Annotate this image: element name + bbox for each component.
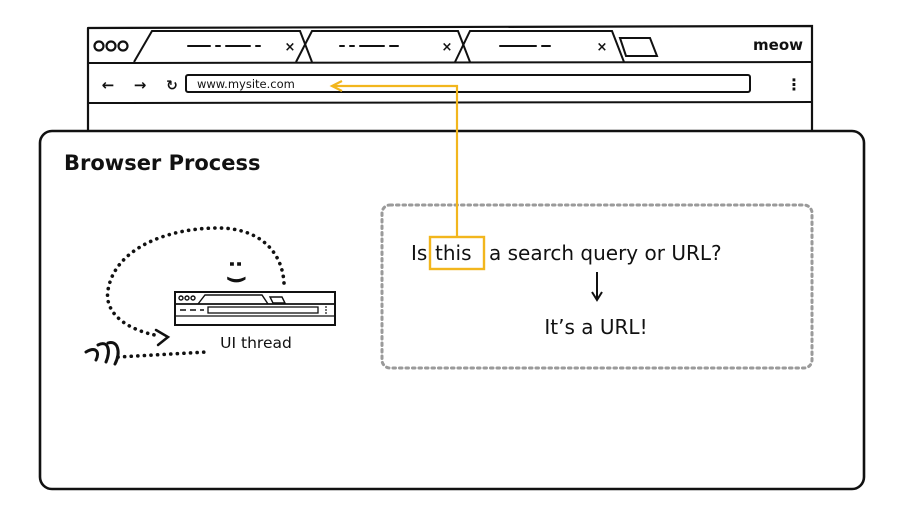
browser-process-box	[38, 129, 866, 491]
mini-browser-icon	[174, 291, 336, 326]
question-highlight: this	[435, 241, 472, 265]
tab-1-close-icon[interactable]: ×	[285, 40, 296, 55]
decision-box	[380, 203, 814, 370]
forward-arrow-icon[interactable]: →	[134, 76, 147, 94]
ui-thread-illustration	[84, 226, 286, 366]
question-prefix: Is	[411, 241, 427, 265]
down-arrow-icon	[591, 272, 603, 302]
tab-3[interactable]	[454, 30, 625, 63]
question-suffix: a search query or URL?	[489, 241, 722, 265]
tab-2[interactable]	[295, 30, 471, 63]
address-bar-url: www.mysite.com	[197, 77, 295, 91]
browser-brand: meow	[753, 36, 803, 54]
reload-icon[interactable]: ↻	[166, 78, 178, 94]
tab-1[interactable]	[133, 30, 313, 63]
connector-arrow	[329, 80, 459, 237]
window-controls[interactable]	[93, 40, 129, 52]
tab-2-close-icon[interactable]: ×	[442, 40, 453, 55]
smiley-face-icon: : )	[225, 260, 249, 284]
question-text: Is this a search query or URL?	[411, 241, 722, 265]
ui-thread-label: UI thread	[220, 334, 292, 352]
new-tab-button[interactable]	[618, 37, 659, 57]
back-arrow-icon[interactable]: ←	[102, 76, 115, 94]
answer-text: It’s a URL!	[544, 315, 647, 339]
browser-window: × × × meow ← → ↻ www.mysite.com ⋮	[86, 24, 814, 132]
address-bar[interactable]	[185, 74, 751, 93]
menu-dots-icon[interactable]: ⋮	[786, 75, 802, 94]
process-title: Browser Process	[64, 151, 260, 175]
tab-3-close-icon[interactable]: ×	[597, 40, 608, 55]
